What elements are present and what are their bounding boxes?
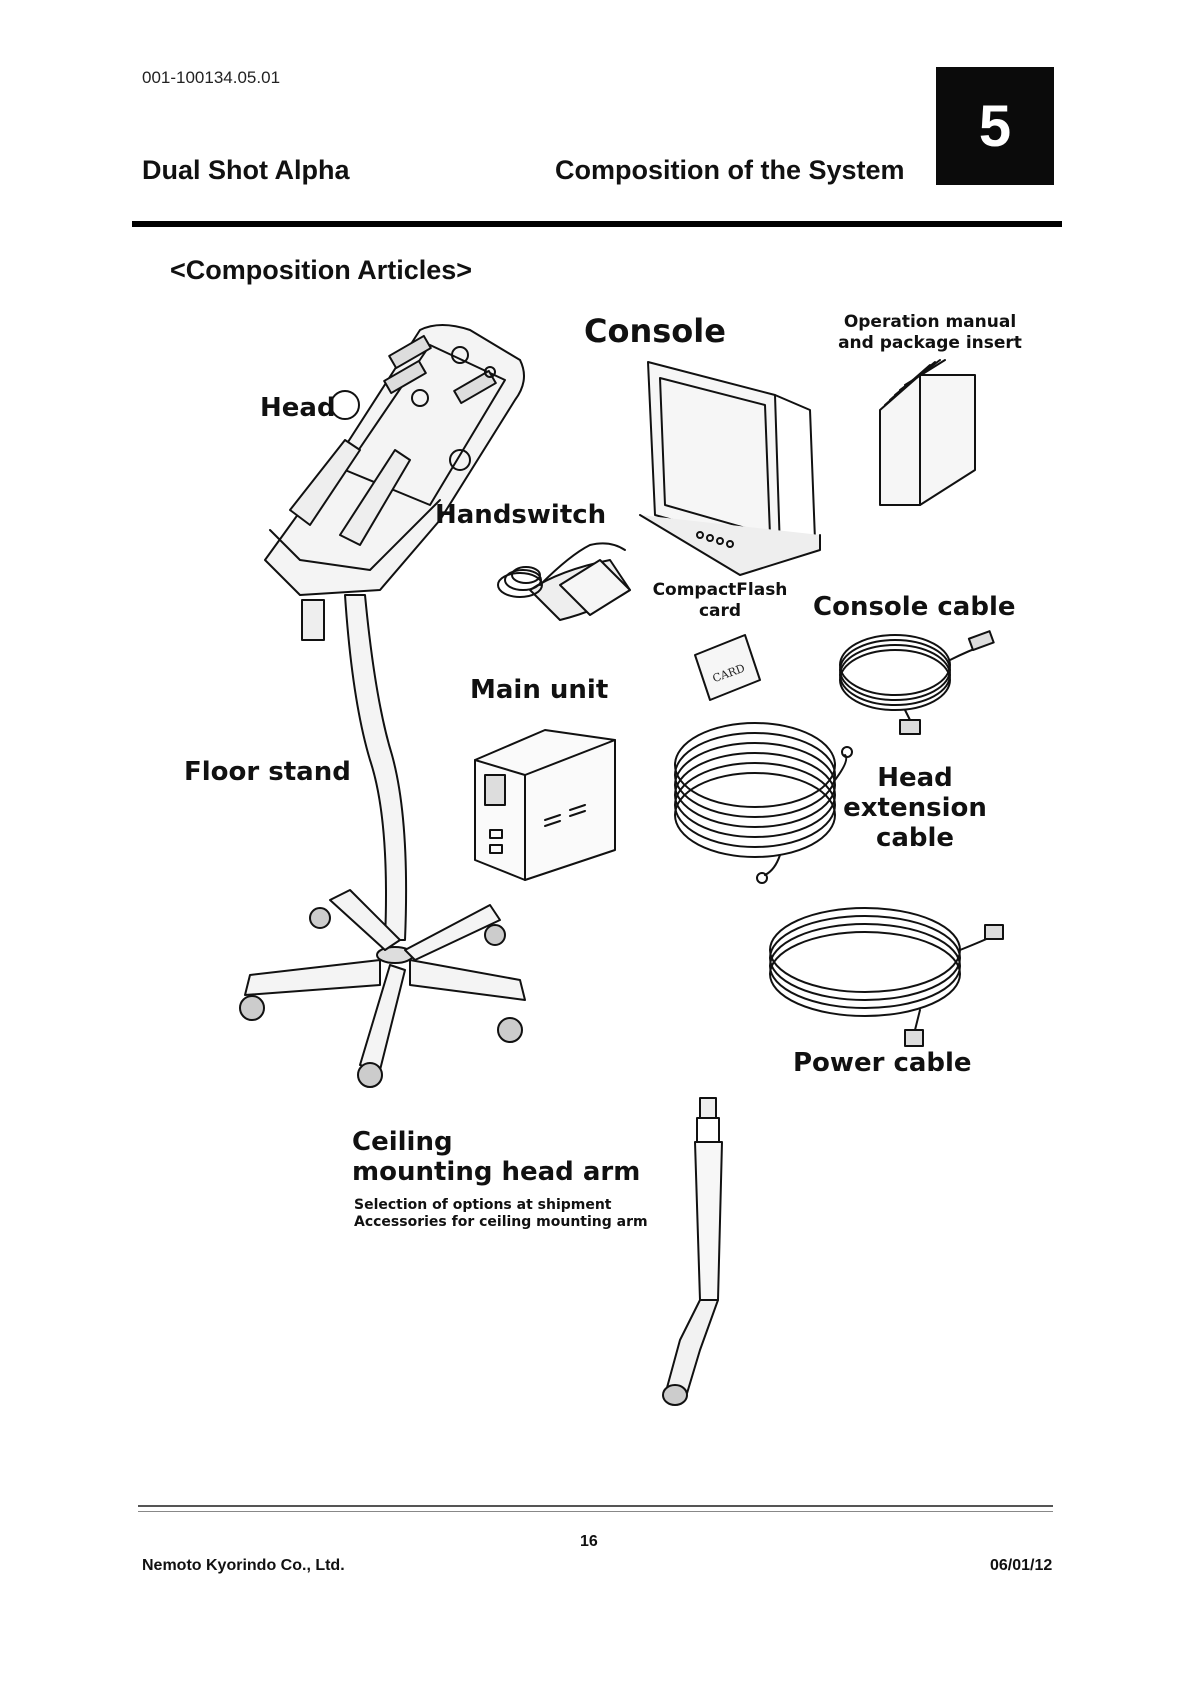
label-manual-line2: and package insert [838, 333, 1022, 353]
header-rule [132, 221, 1062, 227]
label-cf-line2: card [698, 601, 742, 621]
label-head-ext-line3: cable [875, 823, 955, 853]
main-unit-drawing [474, 729, 616, 881]
label-power-cable: Power cable [793, 1048, 972, 1078]
chapter-number-badge: 5 [936, 67, 1054, 185]
label-ceiling-line2: mounting head arm [352, 1157, 641, 1187]
page-heading: <Composition Articles> [170, 255, 473, 285]
label-console: Console [584, 312, 726, 350]
injector-head-drawing [264, 324, 525, 641]
company-name: Nemoto Kyorindo Co., Ltd. [142, 1557, 345, 1574]
product-name: Dual Shot Alpha [142, 155, 350, 185]
head-extension-cable-drawing [674, 722, 853, 884]
label-head: Head [260, 393, 336, 423]
document-date: 06/01/12 [990, 1557, 1053, 1574]
label-floor-stand: Floor stand [184, 757, 351, 787]
floor-stand-drawing [239, 594, 526, 1088]
label-head-ext-line2: extension [843, 793, 987, 823]
label-handswitch: Handswitch [435, 500, 607, 530]
label-manual-line1: Operation manual [843, 312, 1017, 332]
handswitch-drawing [497, 542, 631, 621]
label-ceiling-arm: Ceiling mounting head arm [352, 1127, 640, 1187]
manual-drawing [879, 359, 976, 506]
label-head-extension-cable: Head extension cable [835, 763, 995, 853]
ceiling-note-line1: Selection of options at shipment [354, 1197, 612, 1213]
label-console-cable: Console cable [813, 592, 1016, 622]
footer-rule [138, 1505, 1053, 1507]
label-main-unit: Main unit [470, 675, 609, 705]
section-title: Composition of the System [555, 155, 905, 185]
page-number: 16 [580, 1533, 598, 1550]
label-compactflash: CompactFlash card [640, 580, 800, 622]
ceiling-arm-drawing [662, 1097, 723, 1406]
ceiling-arm-note: Selection of options at shipment Accesso… [354, 1197, 648, 1231]
label-head-ext-line1: Head [877, 763, 953, 793]
label-cf-line1: CompactFlash [652, 580, 788, 600]
cf-card-drawing: CARD [694, 634, 761, 701]
footer-rule-thin [138, 1511, 1053, 1512]
chapter-number: 5 [978, 93, 1012, 159]
ceiling-note-line2: Accessories for ceiling mounting arm [354, 1214, 648, 1230]
console-drawing [639, 361, 821, 576]
console-cable-drawing [839, 630, 995, 735]
label-ceiling-line1: Ceiling [352, 1127, 453, 1157]
power-cable-drawing [769, 907, 1004, 1047]
document-id: 001-100134.05.01 [142, 68, 281, 87]
label-manual: Operation manual and package insert [820, 312, 1040, 354]
